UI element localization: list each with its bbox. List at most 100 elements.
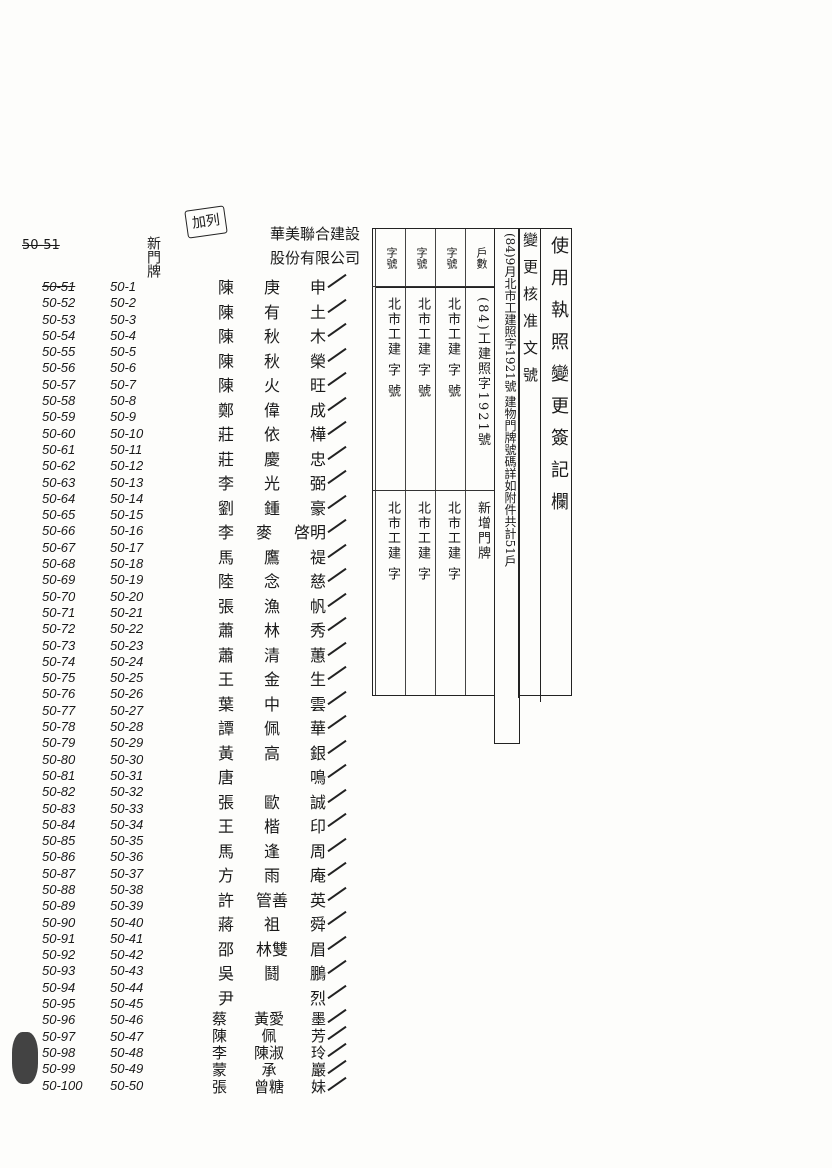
old-number: 50-74 <box>42 653 76 669</box>
old-number: 50-88 <box>42 881 76 897</box>
owner-name-part: 弼 <box>309 474 326 493</box>
owner-name: 李麥啓明 <box>204 518 347 546</box>
owner-name-part: 漁 <box>263 596 280 616</box>
owner-name-part: 張 <box>218 596 235 616</box>
check-mark <box>327 420 347 436</box>
owner-name-part: 慈 <box>309 572 326 591</box>
owner-name: 王金生 <box>204 665 347 693</box>
owner-name-part: 蕙 <box>309 645 326 665</box>
old-number: 50-59 <box>42 409 76 425</box>
change-record-table: 戶數(84)工建照字1921號新增門牌字號北市工建 字 號北市工建 字字號北市工… <box>372 228 572 696</box>
scan-smudge <box>12 1032 38 1084</box>
owner-name-part: 管善 <box>255 890 288 910</box>
owner-name: 陸念慈 <box>204 567 347 595</box>
owner-name-part: 華 <box>309 719 326 738</box>
owner-name-part: 歐 <box>263 792 280 812</box>
owner-name-part: 舜 <box>309 915 326 934</box>
new-number: 50-34 <box>110 816 144 832</box>
owner-name-part: 成 <box>309 400 326 420</box>
check-mark <box>327 322 347 338</box>
new-number: 50-12 <box>110 458 144 474</box>
old-number: 50-87 <box>42 865 76 881</box>
owner-name: 陳秋木 <box>204 322 347 350</box>
new-number: 50-39 <box>110 898 144 914</box>
new-number: 50-44 <box>110 979 144 995</box>
owner-name-part: 林 <box>263 621 280 640</box>
owner-name: 葉中雲 <box>204 690 347 718</box>
owner-name-part: 陸 <box>218 572 235 591</box>
check-mark <box>327 886 347 901</box>
owner-name: 許管善英 <box>204 886 347 914</box>
new-number: 50-10 <box>110 425 144 441</box>
owner-name: 蔡黃愛墨 <box>204 1008 347 1028</box>
new-number: 50-48 <box>110 1044 144 1060</box>
owner-name: 譚佩華 <box>204 714 347 742</box>
new-number: 50-46 <box>110 1012 144 1028</box>
owner-name-part: 邵 <box>218 939 235 959</box>
owner-name-part: 馬 <box>218 841 235 861</box>
new-number: 50-1 <box>110 279 137 294</box>
new-number: 50-9 <box>110 409 137 425</box>
new-number: 50-50 <box>110 1077 144 1093</box>
old-number: 50-78 <box>42 719 76 735</box>
check-mark <box>327 959 347 975</box>
owner-name-part: 楷 <box>263 817 280 836</box>
new-number: 50-7 <box>110 376 137 392</box>
owner-name-part: 黃愛 <box>253 1010 284 1028</box>
owner-name-part: 申 <box>309 278 326 297</box>
owner-name-part: 有 <box>263 302 280 322</box>
owner-name-part: 光 <box>263 474 280 493</box>
new-number: 50-22 <box>110 621 144 637</box>
owner-name-part: 銀 <box>309 743 326 763</box>
owner-name-part: 逢 <box>263 841 280 861</box>
check-mark <box>327 935 347 950</box>
owner-name-part: 鷹 <box>263 547 280 567</box>
table-column-head: 字號 <box>436 229 466 288</box>
table-column: 戶數(84)工建照字1921號新增門牌 <box>465 229 496 695</box>
new-number: 50-20 <box>110 588 144 604</box>
check-mark <box>327 371 347 387</box>
check-mark <box>327 1059 347 1075</box>
new-number: 50-24 <box>110 653 144 669</box>
new-number: 50-37 <box>110 865 144 881</box>
table-title: 使用執照變更簽記欄 <box>540 228 575 702</box>
new-number: 50-29 <box>110 735 144 751</box>
new-number: 50-2 <box>110 295 137 311</box>
owner-name-part: 鄭 <box>218 400 235 420</box>
old-number: 50-92 <box>42 947 76 963</box>
owner-name-part: 秀 <box>309 621 326 640</box>
new-number: 50-26 <box>110 686 144 702</box>
owner-name-part: 尹 <box>218 988 235 1008</box>
owner-name-part: 土 <box>309 302 326 322</box>
new-number: 50-31 <box>110 767 144 783</box>
owner-name: 馬逢周 <box>204 837 347 865</box>
owner-name-part: 雨 <box>263 866 280 885</box>
new-number: 50-18 <box>110 556 144 572</box>
new-number: 50-13 <box>110 474 144 490</box>
new-number: 50-47 <box>110 1028 144 1044</box>
check-mark <box>327 861 347 877</box>
owner-name-part: 念 <box>263 572 280 591</box>
new-number: 50-36 <box>110 849 144 865</box>
owner-name-part: 蕭 <box>218 621 235 640</box>
table-rule <box>372 286 494 287</box>
owner-name: 張曾糖妹 <box>204 1076 347 1096</box>
old-number: 50-52 <box>42 295 76 311</box>
check-mark <box>327 518 347 534</box>
owner-name-part: 黃 <box>218 743 235 763</box>
owner-name-part: 唐 <box>218 768 235 787</box>
owner-name-part: 蔡 <box>212 1010 228 1028</box>
owner-name: 蕭林秀 <box>204 616 347 644</box>
old-number: 50-82 <box>42 784 76 800</box>
owner-name-part: 眉 <box>309 939 326 959</box>
check-mark <box>327 445 347 460</box>
table-cell-completion: 北市工建 字 <box>415 501 430 583</box>
owner-name-part: 依 <box>263 425 280 444</box>
owner-name-part: 鍾 <box>263 498 280 518</box>
owner-name-part: 曾糖 <box>253 1078 284 1096</box>
old-number: 50-67 <box>42 539 76 555</box>
owner-name-part: 印 <box>309 817 326 836</box>
new-number: 50-42 <box>110 947 144 963</box>
check-mark <box>327 812 347 828</box>
